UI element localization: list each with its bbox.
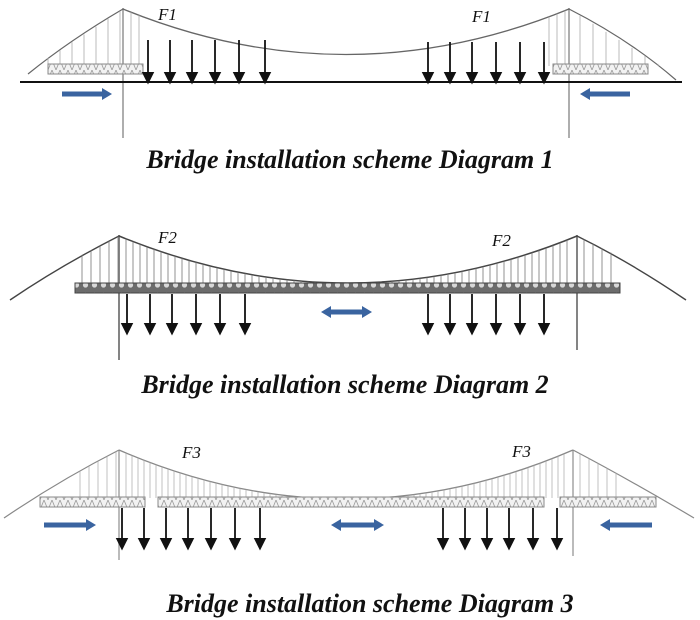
installation-arrow-left <box>62 88 112 100</box>
installation-arrow-left <box>44 519 96 531</box>
deck-segment-right <box>559 496 657 508</box>
backstay-right <box>576 235 687 301</box>
diagram-3-force-label-left: F3 <box>181 443 201 462</box>
backstay-left <box>3 449 120 519</box>
installation-arrow-center <box>321 306 372 318</box>
deck-segment-left <box>39 496 146 508</box>
diagram-3: F3 F3 Bridge installation scheme Diagram… <box>3 442 695 618</box>
diagram-1-force-label-right: F1 <box>471 7 491 26</box>
deck-segment-left <box>47 63 144 75</box>
diagram-2-structure <box>9 235 687 360</box>
diagram-1: F1 F1 Bridge installation scheme Diagram… <box>20 5 682 174</box>
diagram-1-structure <box>20 8 682 138</box>
diagram-2-force-label-left: F2 <box>157 228 177 247</box>
deck-segment-right <box>552 63 649 75</box>
diagram-3-caption: Bridge installation scheme Diagram 3 <box>165 589 573 618</box>
deck-full <box>74 282 621 294</box>
diagram-1-caption: Bridge installation scheme Diagram 1 <box>145 145 553 174</box>
installation-arrow-center <box>331 519 384 531</box>
diagram-2-caption: Bridge installation scheme Diagram 2 <box>140 370 548 399</box>
diagram-3-structure <box>3 449 695 560</box>
installation-arrow-right <box>580 88 630 100</box>
backstay-right <box>568 8 677 81</box>
installation-arrow-right <box>600 519 652 531</box>
deck-segment-center <box>157 496 545 508</box>
main-cable <box>122 8 570 56</box>
diagram-2: F2 F2 Bridge installation scheme Diagram… <box>9 228 687 399</box>
backstay-right <box>572 449 695 519</box>
backstay-left <box>27 8 124 75</box>
backstay-left <box>9 235 120 301</box>
diagram-3-force-label-right: F3 <box>511 442 531 461</box>
diagram-1-force-label-left: F1 <box>157 5 177 24</box>
diagram-2-force-label-right: F2 <box>491 231 511 250</box>
